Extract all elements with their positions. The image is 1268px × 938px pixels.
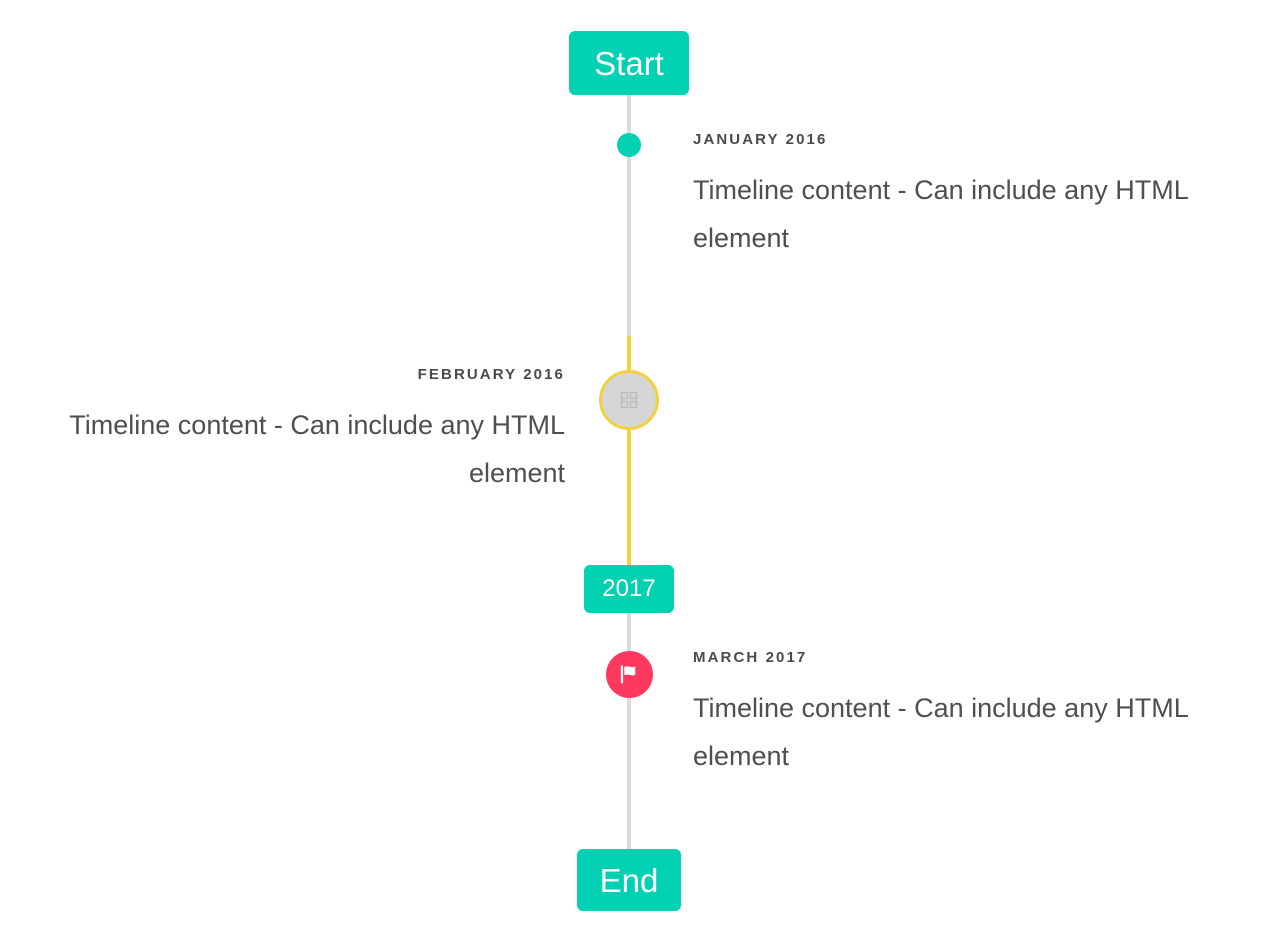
timeline-end-badge[interactable]: End	[577, 849, 681, 911]
timeline-rail-top	[627, 93, 631, 336]
event-body: Timeline content - Can include any HTML …	[693, 175, 1188, 254]
event-date: FEBRUARY 2016	[417, 366, 565, 383]
flag-icon	[620, 665, 636, 684]
event-date: MARCH 2017	[693, 649, 808, 666]
event-date: JANUARY 2016	[693, 131, 828, 148]
timeline-event-march: MARCH 2017 Timeline content - Can includ…	[693, 649, 1233, 780]
missing-glyph-icon	[620, 391, 638, 409]
timeline-rail-highlight	[627, 336, 631, 566]
timeline-marker-flag[interactable]	[606, 651, 653, 698]
timeline-event-january: JANUARY 2016 Timeline content - Can incl…	[693, 131, 1233, 262]
event-body: Timeline content - Can include any HTML …	[69, 410, 565, 489]
timeline-marker-dot[interactable]	[617, 133, 641, 157]
timeline-marker-ring[interactable]	[599, 370, 659, 430]
timeline-start-badge[interactable]: Start	[569, 31, 689, 95]
event-body: Timeline content - Can include any HTML …	[693, 693, 1188, 772]
timeline-event-february: FEBRUARY 2016 Timeline content - Can inc…	[25, 366, 565, 497]
timeline-year-divider[interactable]: 2017	[584, 565, 674, 613]
timeline-rail-bottom	[627, 612, 631, 850]
